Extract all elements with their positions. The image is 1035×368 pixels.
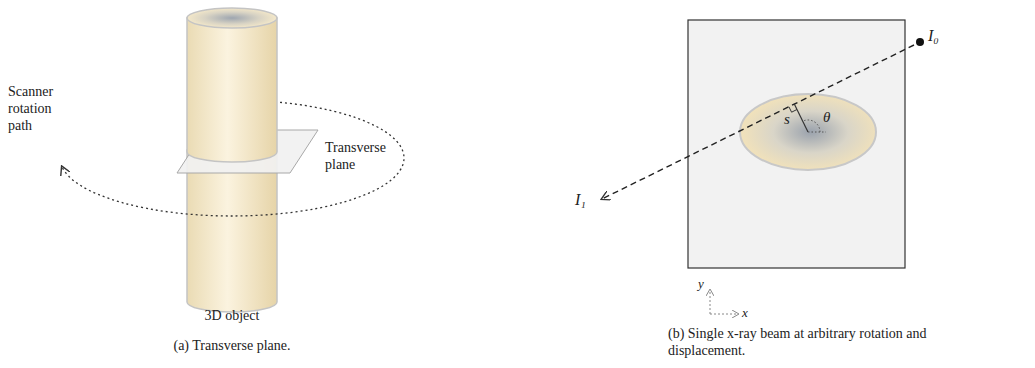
angle-label: θ bbox=[823, 108, 830, 126]
displacement-line bbox=[794, 104, 808, 132]
cylinder-lower bbox=[187, 150, 277, 312]
x-axis bbox=[710, 314, 738, 315]
source-dot bbox=[916, 38, 924, 46]
detector-label: I₁ bbox=[575, 190, 586, 209]
axis-label: y bbox=[698, 276, 704, 292]
displacement-label: s bbox=[784, 110, 790, 128]
right-angle-mark bbox=[789, 107, 797, 112]
y-axis bbox=[710, 290, 711, 314]
cylinder-upper bbox=[187, 8, 277, 162]
path-label: Scanner rotation path bbox=[8, 84, 74, 134]
axis-label: x bbox=[742, 305, 748, 321]
slice-frame bbox=[688, 20, 905, 268]
angle-arc bbox=[803, 120, 820, 132]
source-label: I₀ bbox=[928, 26, 939, 45]
reference-line bbox=[808, 132, 826, 133]
caption-a: (a) Transverse plane. bbox=[122, 338, 342, 355]
caption-b: (b) Single x-ray beam at arbitrary rotat… bbox=[668, 326, 968, 360]
object-label: 3D object bbox=[190, 308, 274, 325]
x-ray-beam bbox=[602, 45, 914, 199]
plane-label: Transverse plane bbox=[325, 140, 409, 174]
object-slice bbox=[740, 94, 876, 170]
